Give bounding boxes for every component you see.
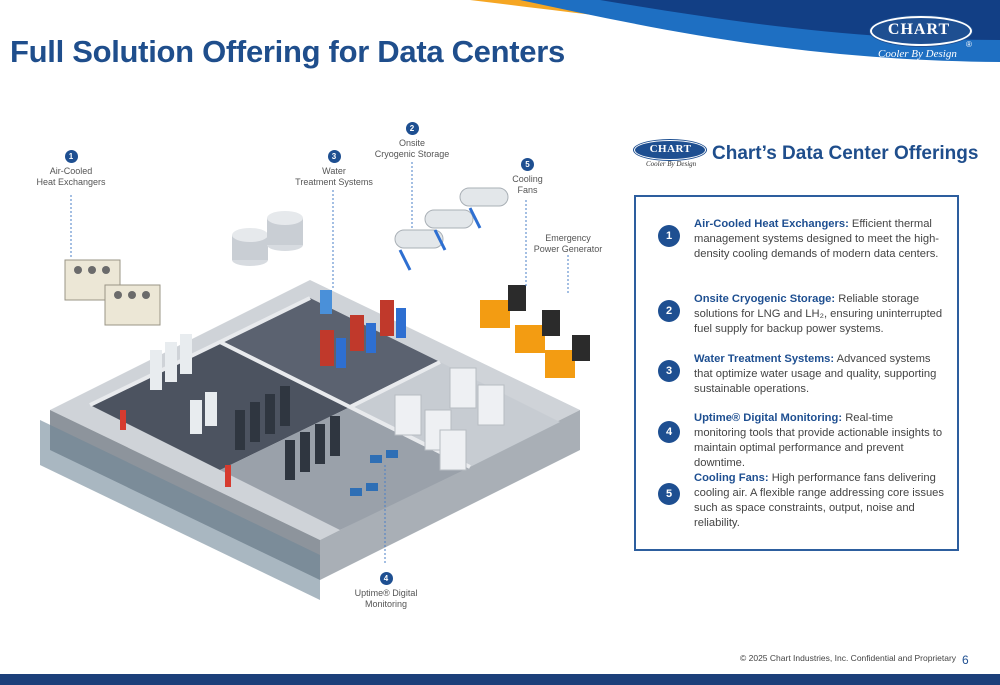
bottom-bar: [0, 674, 1000, 685]
callout-water-treatment: 3 Water Treatment Systems: [295, 150, 373, 187]
offering-number: 5: [658, 483, 680, 505]
offering-body: Advanced systems that optimize water usa…: [694, 353, 937, 395]
offerings-title: Chart’s Data Center Offerings: [712, 143, 979, 164]
logo-wordmark: CHART: [887, 21, 951, 38]
callout-air-cooled: 1 Air-Cooled Heat Exchangers: [36, 150, 106, 187]
offerings-logo-wordmark: CHART: [649, 143, 692, 155]
offering-number: 4: [658, 421, 680, 443]
page-number: 6: [962, 653, 969, 667]
copyright-text: © 2025 Chart Industries, Inc. Confidenti…: [740, 653, 957, 663]
offering-number: 2: [658, 300, 680, 322]
offerings-box: 1 Air-Cooled Heat Exchangers: Efficient …: [634, 195, 959, 551]
offering-number: 1: [658, 225, 680, 247]
offering-heading: Uptime® Digital Monitoring:: [694, 412, 843, 424]
logo-tagline: Cooler By Design: [878, 48, 957, 60]
callout-emergency-generator: Emergency Power Generator: [533, 233, 603, 254]
offering-body: Real-time monitoring tools that provide …: [694, 412, 943, 469]
offering-body: Efficient thermal management systems des…: [694, 218, 940, 260]
offering-heading: Cooling Fans:: [694, 472, 769, 484]
offerings-header: CHART Cooler By Design Chart’s Data Cent…: [634, 138, 978, 172]
offering-body: Reliable storage solutions for LNG and L…: [694, 293, 943, 335]
data-center-illustration: [40, 162, 590, 600]
offering-number: 3: [658, 360, 680, 382]
chart-logo: CHART ® Cooler By Design: [866, 10, 976, 66]
offering-heading: Air-Cooled Heat Exchangers:: [694, 218, 849, 230]
callout-uptime-monitoring: 4 Uptime® Digital Monitoring: [354, 572, 418, 609]
offerings-logo-tagline: Cooler By Design: [646, 160, 697, 168]
offering-heading: Onsite Cryogenic Storage:: [694, 293, 836, 305]
callout-cryogenic-storage: 2 Onsite Cryogenic Storage: [374, 122, 450, 159]
callout-cooling-fans: 5 Cooling Fans: [512, 158, 543, 195]
offering-heading: Water Treatment Systems:: [694, 353, 835, 365]
logo-registered-mark: ®: [966, 40, 972, 49]
offering-body: High performance fans delivering cooling…: [694, 472, 945, 529]
page-title: Full Solution Offering for Data Centers: [10, 34, 565, 69]
